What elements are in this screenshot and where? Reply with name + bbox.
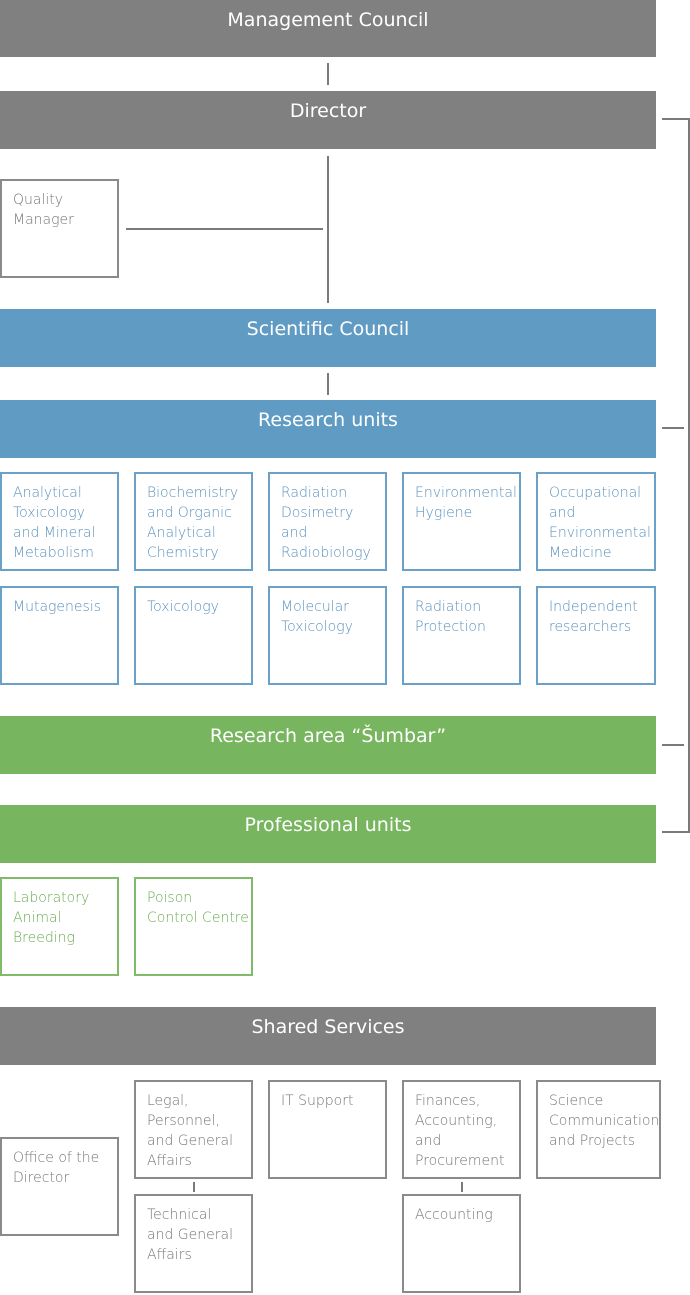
research-unit-box: Independent researchers bbox=[536, 586, 656, 685]
technical-general-affairs-label: Technical and General Affairs bbox=[147, 1207, 233, 1263]
professional-unit-label: Poison Control Centre bbox=[147, 890, 249, 926]
research-unit-box: Toxicology bbox=[134, 586, 253, 685]
accounting-box: Accounting bbox=[402, 1194, 521, 1293]
research-unit-label: Radiation Dosimetry and Radiobiology bbox=[281, 485, 371, 561]
research-unit-box: Mutagenesis bbox=[0, 586, 119, 685]
research-unit-label: Toxicology bbox=[147, 599, 219, 615]
research-unit-label: Radiation Protection bbox=[415, 599, 486, 635]
side-bracket-research-area bbox=[662, 744, 684, 746]
research-unit-label: Independent researchers bbox=[549, 599, 638, 635]
research-unit-label: Occupational and Environmental Medicine bbox=[549, 485, 651, 561]
research-unit-label: Environmental Hygiene bbox=[415, 485, 517, 521]
research-unit-box: Molecular Toxicology bbox=[268, 586, 387, 685]
research-unit-box: Radiation Dosimetry and Radiobiology bbox=[268, 472, 387, 571]
connector-scientific-research bbox=[327, 373, 329, 395]
research-unit-box: Analytical Toxicology and Mineral Metabo… bbox=[0, 472, 119, 571]
side-bracket-top bbox=[662, 118, 690, 120]
director-bar: Director bbox=[0, 91, 656, 149]
director-label: Director bbox=[289, 100, 367, 122]
research-units-label: Research units bbox=[258, 409, 398, 431]
finances-accounting-label: Finances, Accounting, and Procurement bbox=[415, 1093, 505, 1169]
research-unit-box: Radiation Protection bbox=[402, 586, 521, 685]
shared-services-label: Shared Services bbox=[251, 1016, 405, 1038]
accounting-label: Accounting bbox=[415, 1207, 493, 1223]
research-unit-label: Analytical Toxicology and Mineral Metabo… bbox=[13, 485, 96, 561]
professional-units-label: Professional units bbox=[244, 814, 412, 836]
legal-personnel-label: Legal, Personnel, and General Affairs bbox=[147, 1093, 233, 1169]
connector-director-scientific-council bbox=[327, 156, 329, 303]
shared-services-bar: Shared Services bbox=[0, 1007, 656, 1065]
research-units-bar: Research units bbox=[0, 400, 656, 458]
technical-general-affairs-box: Technical and General Affairs bbox=[134, 1194, 253, 1293]
side-bracket-bottom bbox=[662, 831, 690, 833]
professional-unit-box: Laboratory Animal Breeding bbox=[0, 877, 119, 976]
office-of-director-box: Office of the Director bbox=[0, 1137, 119, 1236]
research-unit-label: Biochemistry and Organic Analytical Chem… bbox=[147, 485, 239, 561]
side-bracket-vertical bbox=[688, 118, 690, 833]
management-council-bar: Management Council bbox=[0, 0, 656, 57]
research-unit-label: Mutagenesis bbox=[13, 599, 101, 615]
professional-unit-label: Laboratory Animal Breeding bbox=[13, 890, 90, 946]
connector-legal-technical bbox=[193, 1182, 195, 1192]
scientific-council-bar: Scientific Council bbox=[0, 309, 656, 367]
legal-personnel-box: Legal, Personnel, and General Affairs bbox=[134, 1080, 253, 1179]
side-bracket-research-units bbox=[662, 427, 684, 429]
connector-quality-manager bbox=[126, 228, 323, 230]
connector-finances-accounting bbox=[461, 1182, 463, 1192]
connector-council-director bbox=[327, 63, 329, 85]
management-council-label: Management Council bbox=[227, 9, 429, 31]
research-unit-box: Environmental Hygiene bbox=[402, 472, 521, 571]
research-unit-box: Biochemistry and Organic Analytical Chem… bbox=[134, 472, 253, 571]
research-area-label: Research area “Šumbar” bbox=[209, 725, 447, 747]
quality-manager-label: Quality Manager bbox=[13, 192, 74, 228]
research-unit-label: Molecular Toxicology bbox=[281, 599, 353, 635]
professional-units-bar: Professional units bbox=[0, 805, 656, 863]
it-support-box: IT Support bbox=[268, 1080, 387, 1179]
research-area-bar: Research area “Šumbar” bbox=[0, 716, 656, 774]
science-communication-box: Science Communication and Projects bbox=[536, 1080, 661, 1179]
office-of-director-label: Office of the Director bbox=[13, 1150, 100, 1186]
scientific-council-label: Scientific Council bbox=[246, 318, 410, 340]
science-communication-label: Science Communication and Projects bbox=[549, 1093, 660, 1149]
research-unit-box: Occupational and Environmental Medicine bbox=[536, 472, 656, 571]
it-support-label: IT Support bbox=[281, 1093, 354, 1109]
professional-unit-box: Poison Control Centre bbox=[134, 877, 253, 976]
finances-accounting-box: Finances, Accounting, and Procurement bbox=[402, 1080, 521, 1179]
quality-manager-box: Quality Manager bbox=[0, 179, 119, 278]
